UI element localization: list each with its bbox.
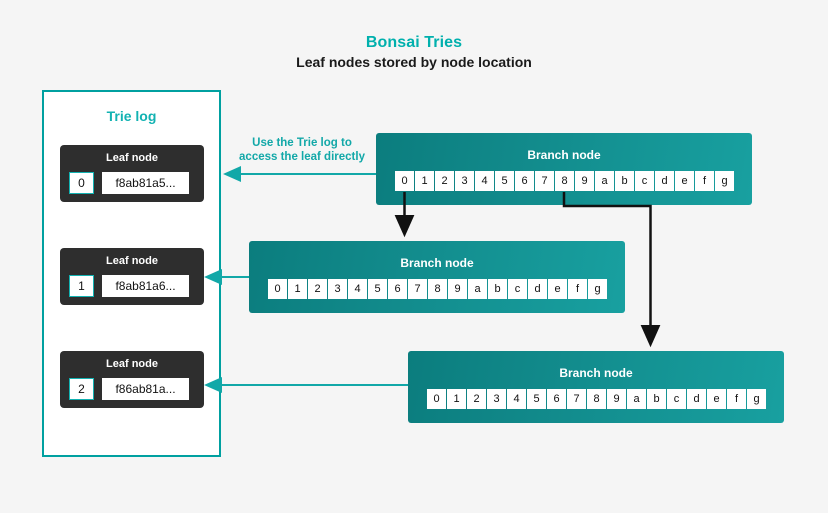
trie-log-annotation: Use the Trie log to access the leaf dire… [228, 136, 376, 164]
branch-node-cell[interactable]: 1 [288, 279, 307, 299]
leaf-node-label: Leaf node [106, 358, 158, 370]
branch-node-cell[interactable]: 1 [415, 171, 434, 191]
leaf-node-hash: f8ab81a5... [102, 172, 189, 194]
leaf-node-label: Leaf node [106, 255, 158, 267]
branch-node-cell[interactable]: 5 [527, 389, 546, 409]
page-title: Bonsai Tries [365, 34, 463, 51]
branch-node-cell[interactable]: 9 [448, 279, 467, 299]
branch-node-label: Branch node [559, 366, 633, 380]
annotation-line-1: Use the Trie log to [252, 137, 352, 149]
branch-node-cell[interactable]: 6 [515, 171, 534, 191]
branch-node-cell[interactable]: 8 [555, 171, 574, 191]
branch-node-cell[interactable]: 4 [475, 171, 494, 191]
branch-node-cell[interactable]: 8 [428, 279, 447, 299]
branch-node-cell[interactable]: 3 [487, 389, 506, 409]
leaf-node-row: 1 f8ab81a6... [69, 275, 189, 297]
branch-node-cell[interactable]: d [528, 279, 547, 299]
branch-node-cell[interactable]: c [667, 389, 686, 409]
branch-node-cell[interactable]: b [615, 171, 634, 191]
trie-log-title: Trie log [106, 108, 157, 124]
branch-node-cell[interactable]: 5 [495, 171, 514, 191]
branch-node-cell[interactable]: d [687, 389, 706, 409]
leaf-node-row: 0 f8ab81a5... [69, 172, 189, 194]
leaf-node-index: 0 [69, 172, 94, 194]
branch-node-cell[interactable]: 0 [268, 279, 287, 299]
leaf-node-card[interactable]: Leaf node 0 f8ab81a5... [60, 145, 204, 202]
leaf-node-card[interactable]: Leaf node 1 f8ab81a6... [60, 248, 204, 305]
branch-node-cell[interactable]: g [747, 389, 766, 409]
leaf-node-hash: f86ab81a... [102, 378, 189, 400]
annotation-line-2: access the leaf directly [239, 151, 365, 163]
branch-node-cell[interactable]: 3 [455, 171, 474, 191]
branch-node-cell[interactable]: 7 [567, 389, 586, 409]
branch-node-cell[interactable]: e [675, 171, 694, 191]
leaf-node-card[interactable]: Leaf node 2 f86ab81a... [60, 351, 204, 408]
branch-node-cell[interactable]: b [647, 389, 666, 409]
branch-node-cell[interactable]: 4 [507, 389, 526, 409]
branch-node-cell[interactable]: d [655, 171, 674, 191]
branch-node-label: Branch node [400, 256, 474, 270]
branch-node-cell[interactable]: 7 [408, 279, 427, 299]
branch-node-cell[interactable]: c [635, 171, 654, 191]
leaf-node-hash: f8ab81a6... [102, 275, 189, 297]
branch-node-cell[interactable]: 0 [427, 389, 446, 409]
branch-node-cell[interactable]: 7 [535, 171, 554, 191]
branch-node-cell[interactable]: a [595, 171, 614, 191]
branch-node-cell[interactable]: f [695, 171, 714, 191]
leaf-node-row: 2 f86ab81a... [69, 378, 189, 400]
branch-node-cell[interactable]: 9 [575, 171, 594, 191]
branch-node-cell[interactable]: g [715, 171, 734, 191]
branch-node-cell[interactable]: 1 [447, 389, 466, 409]
branch-node-label: Branch node [527, 148, 601, 162]
branch-node-cell[interactable]: a [468, 279, 487, 299]
branch-node-cell[interactable]: 2 [308, 279, 327, 299]
leaf-node-index: 1 [69, 275, 94, 297]
leaf-node-index: 2 [69, 378, 94, 400]
branch-node-cell[interactable]: 2 [435, 171, 454, 191]
branch-node-cell[interactable]: c [508, 279, 527, 299]
branch-node-cell[interactable]: f [568, 279, 587, 299]
branch-node-cell[interactable]: 2 [467, 389, 486, 409]
branch-node-cell[interactable]: e [707, 389, 726, 409]
page-subtitle: Leaf nodes stored by node location [296, 54, 532, 70]
branch-node-cell[interactable]: 0 [395, 171, 414, 191]
branch-node-cell[interactable]: 4 [348, 279, 367, 299]
branch-node-cell[interactable]: b [488, 279, 507, 299]
leaf-node-label: Leaf node [106, 152, 158, 164]
branch-node-cell[interactable]: 5 [368, 279, 387, 299]
branch-node-cell[interactable]: a [627, 389, 646, 409]
branch-node-cell[interactable]: 6 [388, 279, 407, 299]
branch-node-cell[interactable]: 9 [607, 389, 626, 409]
branch-node-cell[interactable]: g [588, 279, 607, 299]
branch-node-cell[interactable]: 3 [328, 279, 347, 299]
branch-node-cell[interactable]: f [727, 389, 746, 409]
branch-node-cell[interactable]: 8 [587, 389, 606, 409]
branch-node-cell[interactable]: 6 [547, 389, 566, 409]
branch-node-cell[interactable]: e [548, 279, 567, 299]
